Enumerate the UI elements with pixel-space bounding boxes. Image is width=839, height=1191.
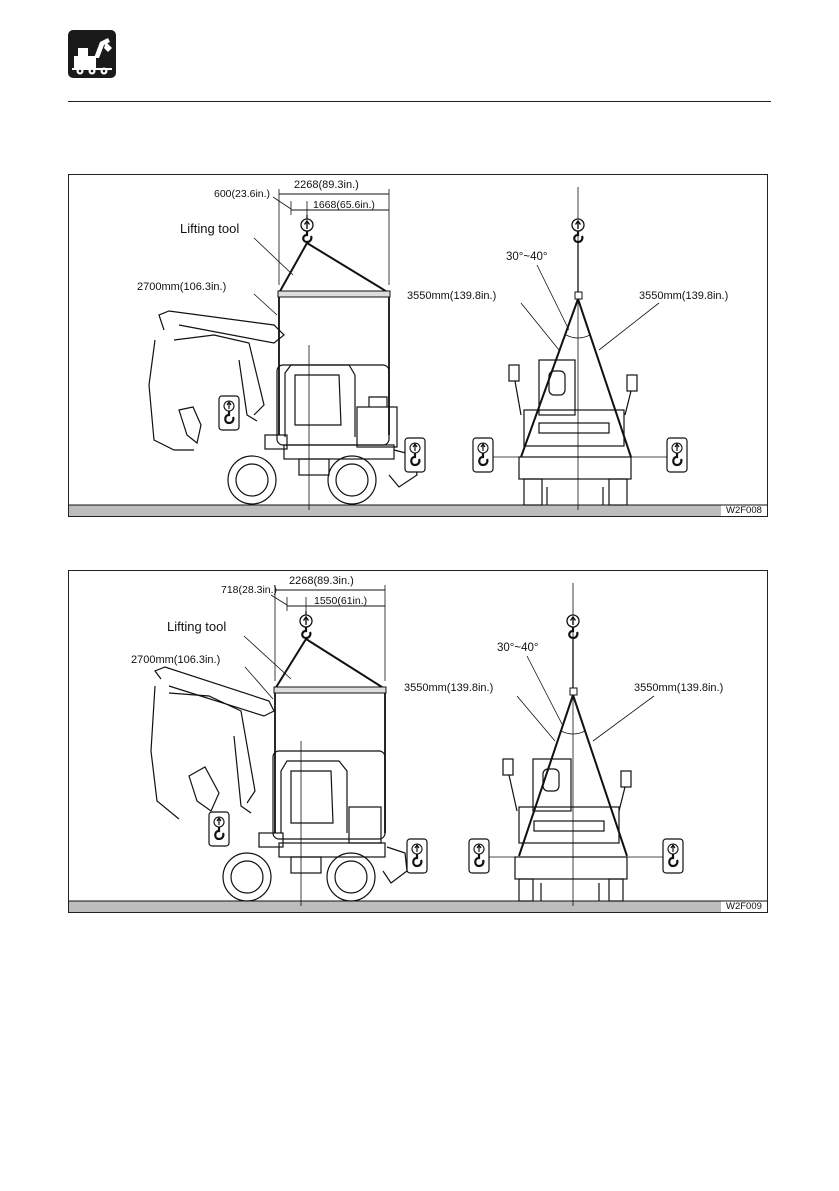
lifting-figure-2: 2268(89.3in.) 718(28.3in.) 1550(61in.) L… [68,570,768,913]
front-sling-right-length: 3550mm(139.8in.) [634,682,723,694]
side-sling-length: 2700mm(106.3in.) [137,281,226,293]
overall-width-dim: 2268(89.3in.) [294,179,359,191]
right-offset-dim: 1550(61in.) [314,595,367,607]
lift-point-tag-icon [405,438,425,472]
lifting-tool-label: Lifting tool [180,221,239,236]
excavator-logo-icon [68,30,116,78]
side-sling-length: 2700mm(106.3in.) [131,654,220,666]
sling-angle-label: 30°~40° [506,251,548,263]
lifting-figure-1: 2268(89.3in.) 600(23.6in.) 1668(65.6in.)… [68,174,768,517]
front-sling-right-length: 3550mm(139.8in.) [639,290,728,302]
ground-strip [69,901,721,912]
excavator-front-view [509,360,637,505]
excavator-front-view [503,759,631,901]
left-offset-dim: 600(23.6in.) [214,188,270,200]
lift-point-tag-icon [663,839,683,873]
lift-point-tag-icon [469,839,489,873]
ground-strip [69,505,721,516]
sling-angle-label: 30°~40° [497,642,539,654]
excavator-side-view [149,311,417,504]
lifting-tool-label: Lifting tool [167,619,226,634]
overall-width-dim: 2268(89.3in.) [289,575,354,587]
figure-code: W2F008 [726,505,762,516]
lift-point-tag-icon [407,839,427,873]
lift-point-tag-icon [667,438,687,472]
lift-point-tag-icon [209,812,229,846]
crane-hook-icon [301,219,313,242]
excavator-side-view [151,667,407,901]
lift-point-tag-icon [473,438,493,472]
right-offset-dim: 1668(65.6in.) [313,199,375,211]
front-sling-left-length: 3550mm(139.8in.) [407,290,496,302]
left-offset-dim: 718(28.3in.) [221,584,277,596]
figure-code: W2F009 [726,901,762,912]
header-rule [68,101,771,102]
front-sling-left-length: 3550mm(139.8in.) [404,682,493,694]
crane-hook-icon [300,615,312,638]
lift-point-tag-icon [219,396,239,430]
